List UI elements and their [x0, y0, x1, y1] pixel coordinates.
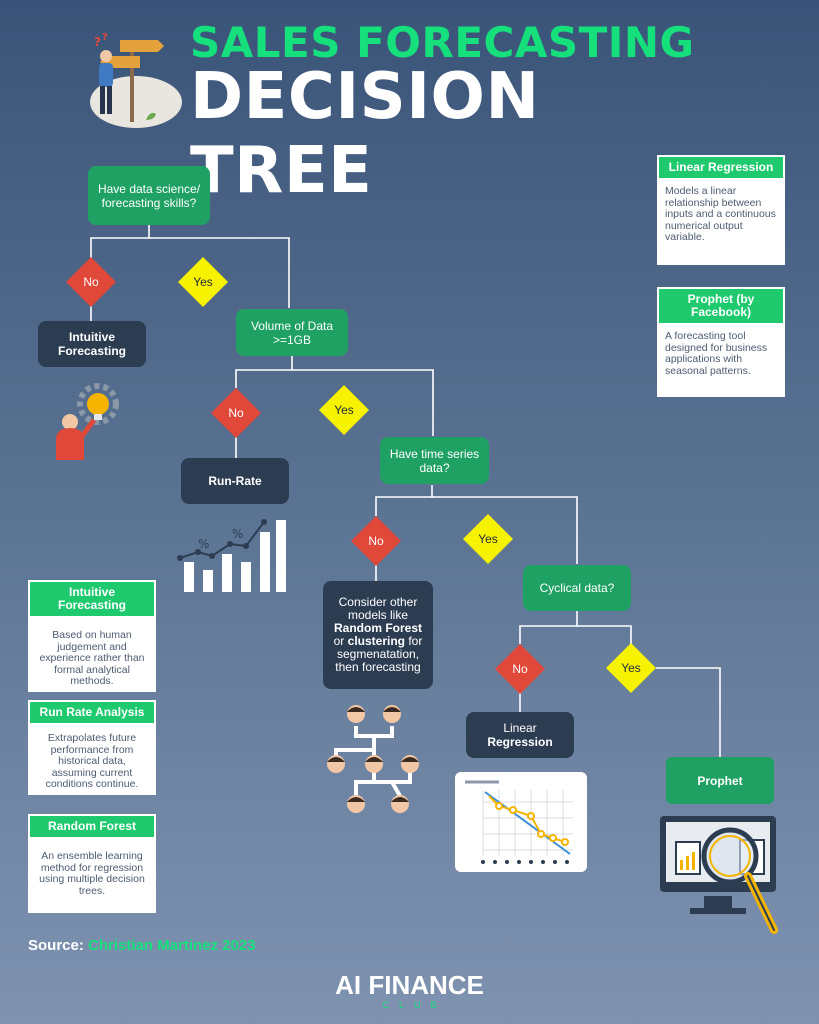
card-intuitive-forecasting: Intuitive Forecasting Based on human jud… — [28, 580, 156, 692]
result-prophet: Prophet — [666, 757, 774, 804]
growth-chart-icon: % % — [177, 519, 286, 592]
decision-no-time-series: No — [351, 516, 401, 566]
card-prophet-title: Prophet (by Facebook) — [657, 287, 785, 325]
source-credit: Source: Christian Martinez 2023 — [28, 937, 256, 954]
decision-yes-volume: Yes — [319, 385, 369, 435]
card-linear-regression-title: Linear Regression — [657, 155, 785, 180]
percent-label-1: % — [198, 537, 209, 551]
regression-chart-icon — [455, 772, 587, 872]
card-intuitive-title: Intuitive Forecasting — [28, 580, 156, 618]
source-name: Christian Martinez 2023 — [88, 937, 256, 954]
decision-no-volume: No — [211, 388, 261, 438]
brand-sub: CLUB — [382, 1000, 447, 1010]
decision-no-cyclical: No — [495, 644, 545, 694]
card-random-forest-title: Random Forest — [28, 814, 156, 839]
question-skills: Have data science/ forecasting skills? — [88, 166, 210, 225]
question-cyclical: Cyclical data? — [523, 565, 631, 611]
question-volume: Volume of Data >=1GB — [236, 309, 348, 356]
clustering-people-icon — [327, 705, 419, 813]
card-run-rate-body: Extrapolates future performance from his… — [28, 725, 156, 795]
card-run-rate-analysis: Run Rate Analysis Extrapolates future pe… — [28, 700, 156, 795]
result-intuitive-forecasting: Intuitive Forecasting — [38, 321, 146, 367]
card-run-rate-title: Run Rate Analysis — [28, 700, 156, 725]
result-linear-regression: Linear Regression — [466, 712, 574, 758]
decision-yes-skills: Yes — [178, 257, 228, 307]
card-linear-regression-body: Models a linear relationship between inp… — [657, 180, 785, 265]
title-line-1: SALES FORECASTING — [190, 18, 695, 67]
svg-text:?: ? — [94, 35, 101, 49]
source-label: Source: — [28, 937, 84, 954]
decision-yes-time-series: Yes — [463, 514, 513, 564]
title-line-2: DECISION TREE — [190, 60, 540, 208]
result-run-rate: Run-Rate — [181, 458, 289, 504]
monitor-magnifier-icon — [660, 816, 778, 934]
card-linear-regression: Linear Regression Models a linear relati… — [657, 155, 785, 265]
card-random-forest-body: An ensemble learning method for regressi… — [28, 839, 156, 913]
svg-text:?: ? — [102, 32, 108, 43]
card-random-forest: Random Forest An ensemble learning metho… — [28, 814, 156, 913]
brand-name: AI FINANCE — [335, 970, 484, 1000]
percent-label-2: % — [232, 527, 243, 541]
idea-person-icon — [56, 383, 119, 460]
card-prophet: Prophet (by Facebook) A forecasting tool… — [657, 287, 785, 397]
question-time-series: Have time series data? — [380, 437, 489, 484]
card-intuitive-body: Based on human judgement and experience … — [28, 618, 156, 692]
result-other-models: Consider other models like Random Forest… — [323, 581, 433, 689]
signpost-person-illustration: ? ? — [90, 32, 182, 128]
card-prophet-body: A forecasting tool designed for business… — [657, 325, 785, 397]
decision-yes-cyclical: Yes — [606, 643, 656, 693]
decision-no-skills: No — [66, 257, 116, 307]
